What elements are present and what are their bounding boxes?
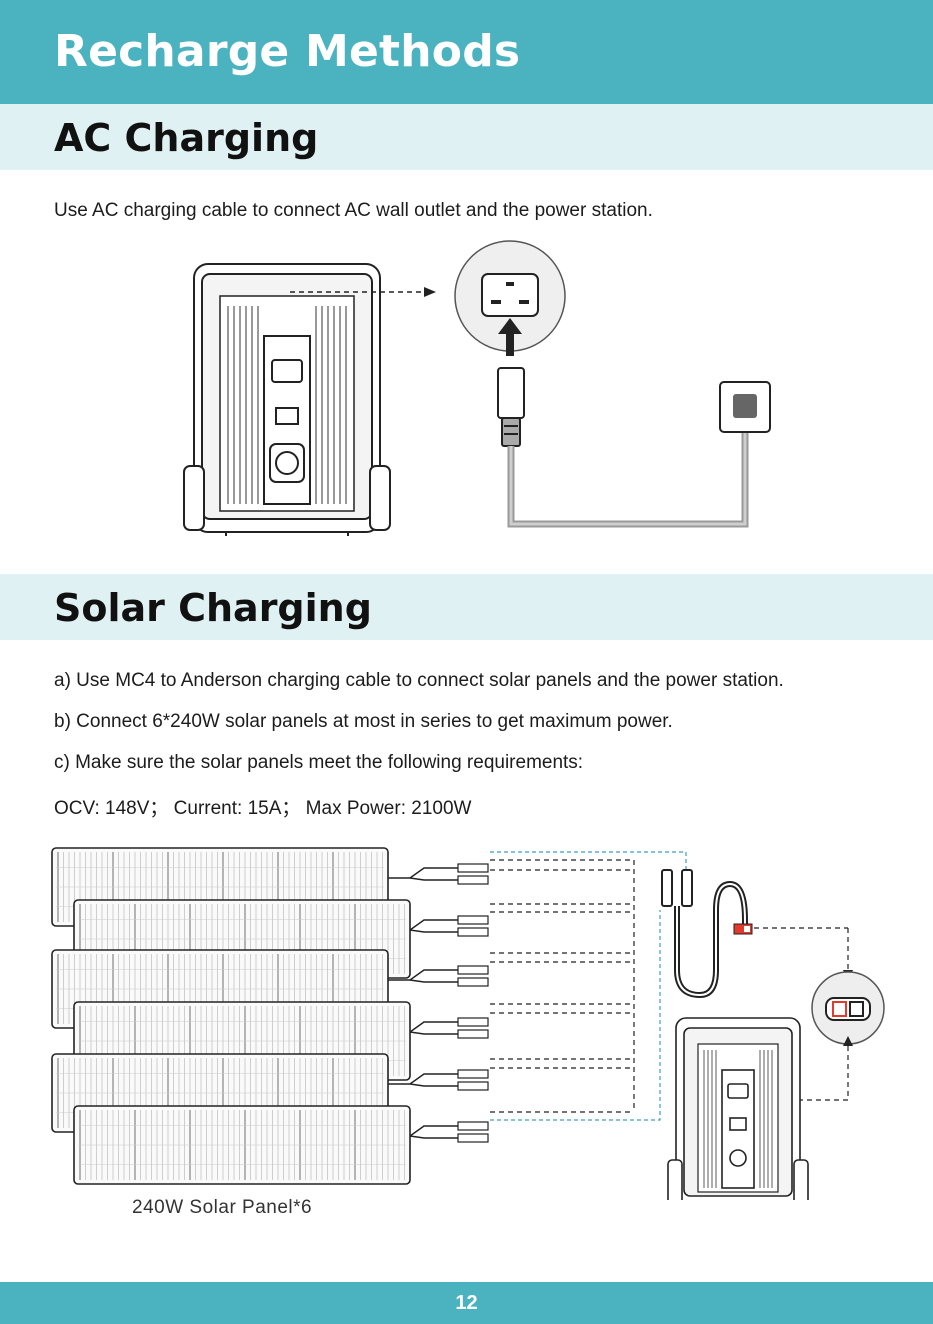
panel-caption: 240W Solar Panel*6	[132, 1197, 313, 1218]
page-number: 12	[455, 1292, 478, 1314]
page-title: Recharge Methods	[54, 26, 521, 77]
anderson-port-icon	[811, 971, 885, 1045]
solar-step-c: c) Make sure the solar panels meet the f…	[54, 752, 584, 773]
wall-outlet-icon	[719, 381, 771, 433]
solar-charging-illustration	[51, 847, 885, 1200]
solar-requirements: OCV: 148V； Current: 15A； Max Power: 2100…	[54, 798, 472, 819]
solar-step-a: a) Use MC4 to Anderson charging cable to…	[54, 670, 784, 691]
ac-plug-icon	[497, 367, 525, 447]
solar-section-title: Solar Charging	[54, 586, 372, 630]
solar-panel-icon	[73, 1105, 489, 1185]
ac-instruction: Use AC charging cable to connect AC wall…	[54, 200, 653, 221]
power-station-icon-small	[667, 1017, 809, 1200]
footer-bar: 12	[0, 1282, 933, 1324]
solar-section-header: Solar Charging	[0, 574, 933, 640]
solar-step-b: b) Connect 6*240W solar panels at most i…	[54, 711, 673, 732]
ac-input-port-icon	[454, 240, 566, 356]
ac-section-header: AC Charging	[0, 104, 933, 170]
ac-section-title: AC Charging	[54, 116, 319, 160]
top-banner: Recharge Methods	[0, 0, 933, 104]
ac-charging-illustration	[183, 240, 771, 536]
power-station-icon	[183, 263, 391, 536]
